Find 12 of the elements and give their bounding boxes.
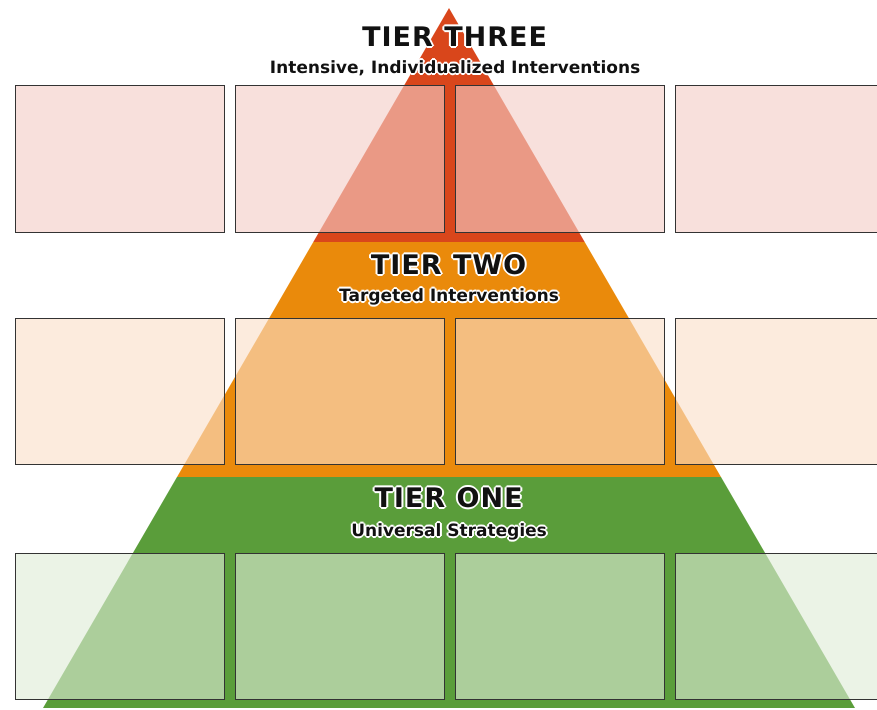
tier-subtitle: Universal Strategies (351, 521, 547, 541)
tier-heading: TIER TWO (370, 250, 528, 281)
tier-heading: TIER ONE (374, 483, 524, 514)
blank-box (15, 553, 225, 700)
blank-box (455, 85, 665, 233)
blank-box (235, 85, 445, 233)
blank-box (675, 85, 877, 233)
blank-box (15, 85, 225, 233)
blank-box (15, 318, 225, 465)
blank-box (675, 318, 877, 465)
tier-subtitle: Targeted Interventions (339, 286, 559, 306)
blank-box (675, 553, 877, 700)
